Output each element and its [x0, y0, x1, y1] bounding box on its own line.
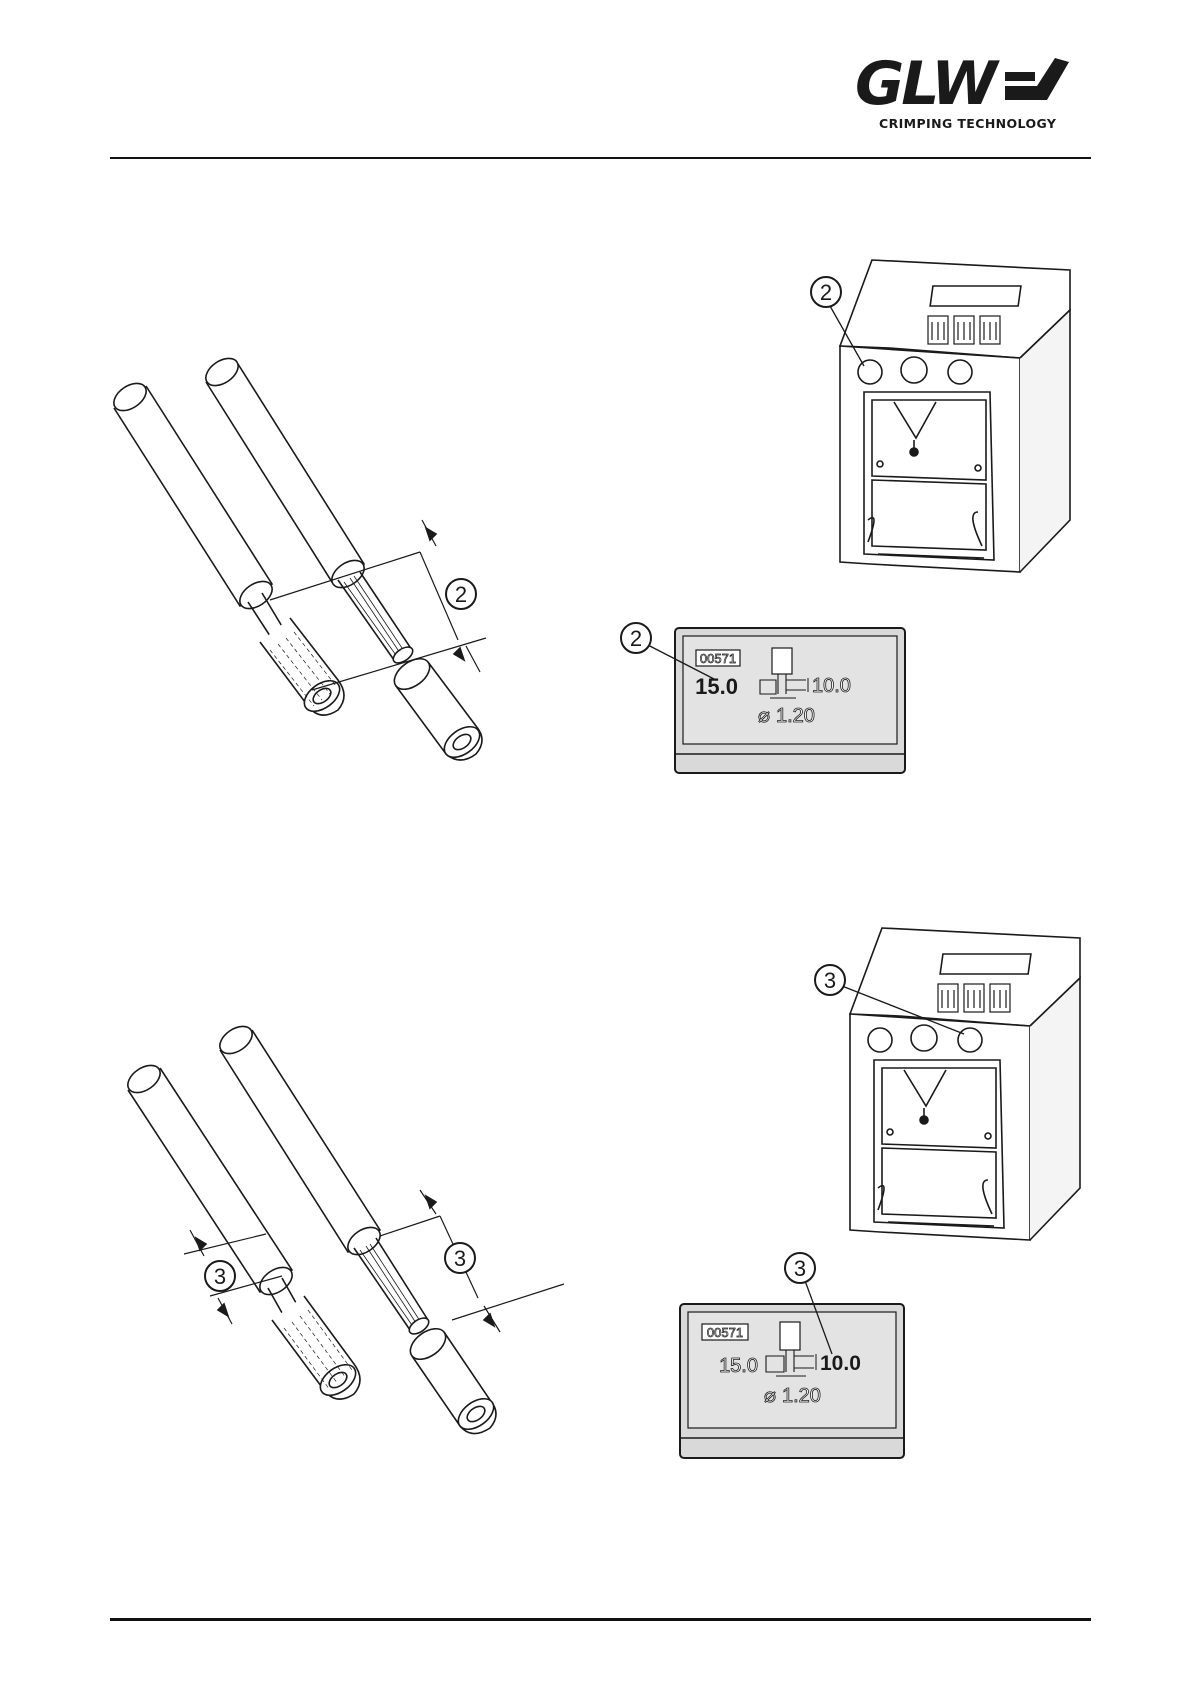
svg-text:3: 3	[454, 1246, 466, 1271]
svg-text:2: 2	[820, 280, 832, 305]
svg-text:1.20: 1.20	[776, 705, 815, 727]
logo-subtitle: CRIMPING TECHNOLOGY	[879, 116, 1056, 131]
svg-text:3: 3	[824, 968, 836, 993]
svg-text:15.0: 15.0	[695, 674, 738, 699]
callout-insulation-length-a: 3	[445, 1243, 475, 1273]
lcd-display-1: 00571 15.0 10.0 ⌀ 1.20 2	[620, 618, 920, 778]
svg-text:3: 3	[214, 1264, 226, 1289]
crimping-machine-1: 2	[820, 250, 1080, 570]
header-rule	[110, 157, 1091, 159]
crimping-machine-2: 3	[830, 918, 1090, 1238]
svg-text:2: 2	[630, 626, 642, 651]
logo-wordmark: GLW	[855, 52, 994, 116]
svg-text:2: 2	[455, 582, 467, 607]
lcd-display-2: 00571 15.0 10.0 ⌀ 1.20 3	[620, 1254, 920, 1464]
svg-text:1.20: 1.20	[782, 1385, 821, 1407]
svg-text:⌀: ⌀	[758, 705, 770, 727]
callout-insulation-length-b: 3	[205, 1261, 235, 1291]
svg-text:00571: 00571	[707, 1325, 743, 1340]
callout-strip-length-1: 2	[446, 579, 476, 609]
wire-strip-illustration-1: 2	[110, 350, 530, 790]
svg-text:10.0: 10.0	[820, 1352, 861, 1375]
footer-rule	[110, 1618, 1091, 1621]
svg-text:15.0: 15.0	[719, 1355, 758, 1377]
svg-text:10.0: 10.0	[812, 675, 851, 697]
wire-strip-illustration-2: 3 3	[110, 1030, 580, 1480]
glw-logo: GLW CRIMPING TECHNOLOGY	[855, 52, 1085, 138]
svg-text:3: 3	[794, 1256, 806, 1281]
svg-text:⌀: ⌀	[764, 1385, 776, 1407]
svg-text:00571: 00571	[700, 651, 736, 666]
